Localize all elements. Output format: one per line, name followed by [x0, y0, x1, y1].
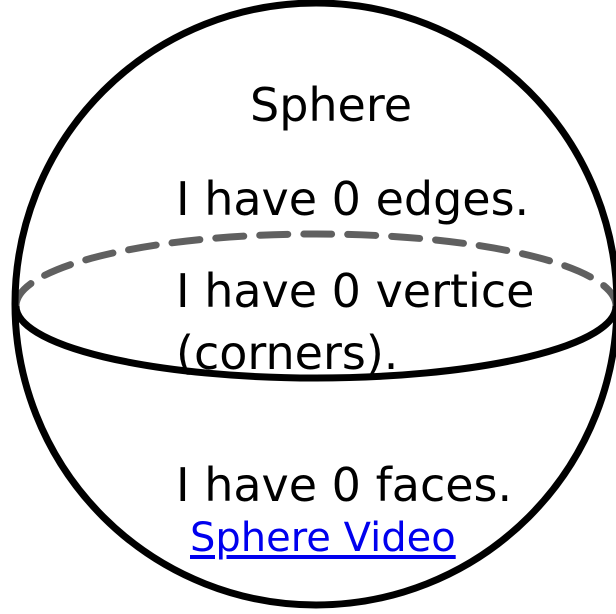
vertices-fact-line2: (corners).	[176, 330, 398, 376]
faces-fact: I have 0 faces.	[176, 462, 512, 508]
edges-fact: I have 0 edges.	[176, 176, 529, 222]
sphere-video-link[interactable]: Sphere Video	[190, 518, 456, 558]
vertices-fact-line1: I have 0 vertice	[176, 268, 534, 314]
shape-title: Sphere	[250, 82, 412, 128]
